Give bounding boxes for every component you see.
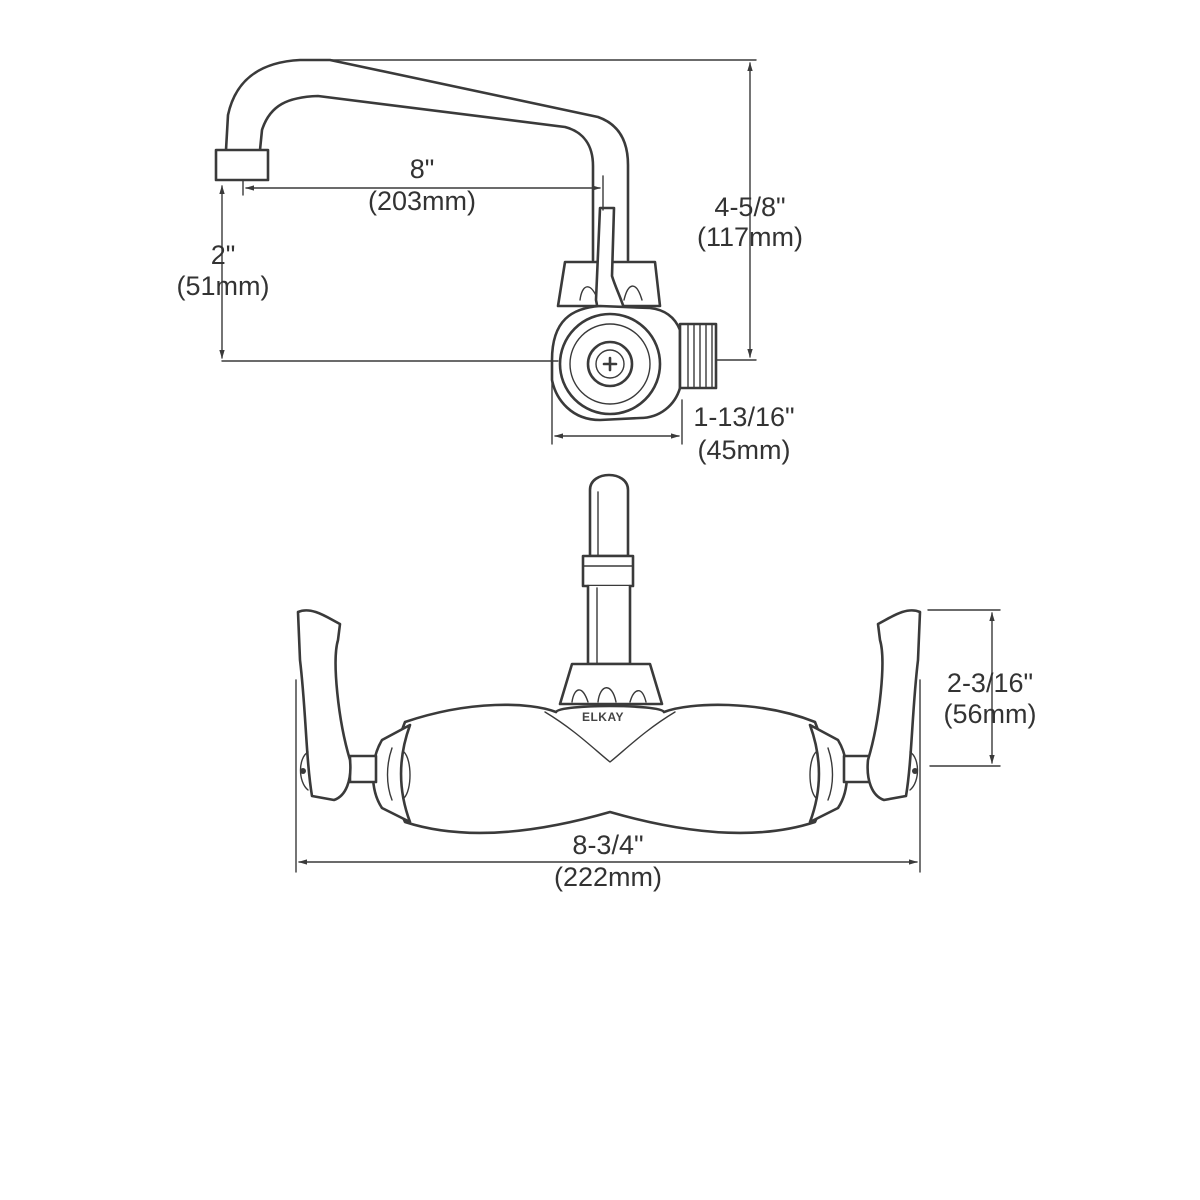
front-spout [588, 473, 630, 558]
spout-tube [224, 58, 630, 262]
spout-collar [581, 554, 635, 588]
overall-width-imperial: 8-3/4" [572, 830, 643, 860]
aerator [214, 148, 270, 182]
handle-height-metric: (56mm) [944, 699, 1037, 729]
spout-tube-inner [258, 94, 595, 262]
outlet-clearance-metric: (51mm) [177, 271, 270, 301]
spout-reach-imperial: 8" [410, 154, 435, 184]
center-hub [558, 662, 664, 706]
left-lever-handle[interactable] [296, 609, 352, 802]
side-view: 8" (203mm) 2" (51mm) 4-5/8" (117mm) 1-13… [177, 58, 803, 465]
body-depth-metric: (45mm) [698, 435, 791, 465]
overall-width-metric: (222mm) [554, 862, 662, 892]
faucet-body [392, 703, 828, 835]
outlet-clearance-imperial: 2" [211, 240, 236, 270]
front-view: ELKAY 2-3/16" (56mm) 8-3/4" ( [295, 473, 1037, 892]
spout-height-imperial: 4-5/8" [714, 192, 785, 222]
body-depth-imperial: 1-13/16" [693, 402, 794, 432]
spout-reach-metric: (203mm) [368, 186, 476, 216]
brand-logo: ELKAY [582, 710, 624, 724]
screw-cross-icon [602, 356, 618, 372]
handle-height-imperial: 2-3/16" [947, 668, 1033, 698]
threaded-inlet [678, 322, 718, 390]
right-lever-handle[interactable] [866, 609, 922, 802]
spout-height-metric: (117mm) [697, 222, 803, 252]
